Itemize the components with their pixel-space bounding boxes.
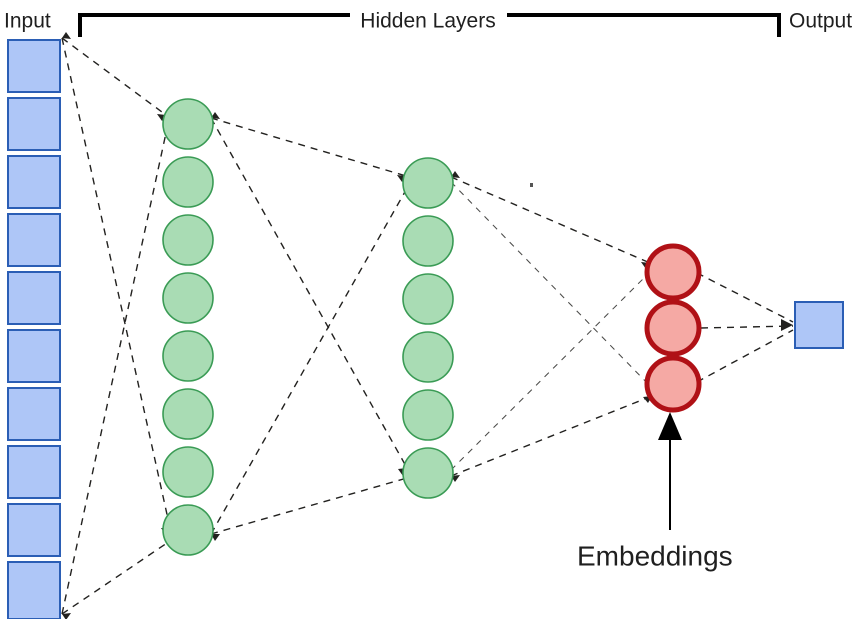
- hidden-node[interactable]: [162, 156, 214, 208]
- connection-line: [210, 117, 407, 177]
- embeddings-callout: [658, 412, 682, 530]
- connection-line: [61, 37, 171, 529]
- hidden-node[interactable]: [402, 273, 454, 325]
- input-node[interactable]: [7, 445, 61, 499]
- output-node[interactable]: [794, 301, 844, 349]
- hidden-node[interactable]: [162, 98, 214, 150]
- embedding-node[interactable]: [644, 243, 702, 301]
- hidden-layer-2: [402, 157, 454, 499]
- hidden-layer-1: [162, 98, 214, 556]
- hidden-node[interactable]: [162, 214, 214, 266]
- arrowhead: [781, 319, 793, 331]
- connections-input-to-hidden1: [61, 32, 171, 619]
- connections-embeddings-to-output: [696, 272, 794, 383]
- hidden-node[interactable]: [402, 215, 454, 267]
- hidden-node[interactable]: [162, 330, 214, 382]
- arrowhead: [451, 171, 460, 178]
- hidden-node[interactable]: [402, 447, 454, 499]
- arrowhead: [62, 613, 71, 619]
- connection-line: [450, 271, 651, 471]
- input-node[interactable]: [7, 213, 61, 267]
- input-node[interactable]: [7, 329, 61, 383]
- input-layer: [7, 39, 61, 619]
- stray-speck: [530, 183, 533, 187]
- hidden-layers-bracket: [78, 13, 781, 37]
- arrowhead: [62, 32, 71, 39]
- connection-line: [696, 272, 794, 323]
- bracket-right-segment: [507, 13, 781, 37]
- embeddings-label: Embeddings: [577, 540, 733, 571]
- arrowhead: [211, 112, 220, 119]
- hidden-node[interactable]: [402, 331, 454, 383]
- input-node[interactable]: [7, 503, 61, 557]
- input-node[interactable]: [7, 271, 61, 325]
- hidden-node[interactable]: [402, 157, 454, 209]
- connection-line: [61, 132, 167, 615]
- connection-line: [450, 395, 653, 477]
- hidden-node[interactable]: [402, 389, 454, 441]
- connection-line: [696, 329, 794, 383]
- connection-line: [450, 181, 653, 389]
- callout-arrowhead: [658, 412, 682, 440]
- output-layer: [794, 301, 844, 349]
- embedding-layer: [644, 243, 702, 413]
- connection-line: [61, 540, 171, 615]
- connection-line: [210, 117, 408, 469]
- connection-line: [210, 477, 408, 535]
- connection-line: [700, 325, 794, 329]
- input-node[interactable]: [7, 97, 61, 151]
- hidden-node[interactable]: [162, 272, 214, 324]
- connection-line: [210, 189, 407, 535]
- input-node[interactable]: [7, 39, 61, 93]
- hidden-node[interactable]: [162, 388, 214, 440]
- connection-line: [450, 176, 651, 264]
- embedding-node[interactable]: [644, 299, 702, 357]
- hidden-layers-label: Hidden Layers: [360, 10, 495, 33]
- input-label: Input: [4, 10, 51, 33]
- connection-line: [61, 37, 167, 116]
- output-label: Output: [789, 10, 852, 33]
- connections-hidden1-to-hidden2: [210, 112, 408, 541]
- connections-hidden2-to-embeddings: [450, 171, 653, 482]
- arrowhead: [211, 534, 220, 541]
- hidden-node[interactable]: [162, 504, 214, 556]
- input-node[interactable]: [7, 561, 61, 619]
- bracket-left-segment: [78, 13, 350, 37]
- input-node[interactable]: [7, 387, 61, 441]
- embedding-node[interactable]: [644, 355, 702, 413]
- input-node[interactable]: [7, 155, 61, 209]
- hidden-node[interactable]: [162, 446, 214, 498]
